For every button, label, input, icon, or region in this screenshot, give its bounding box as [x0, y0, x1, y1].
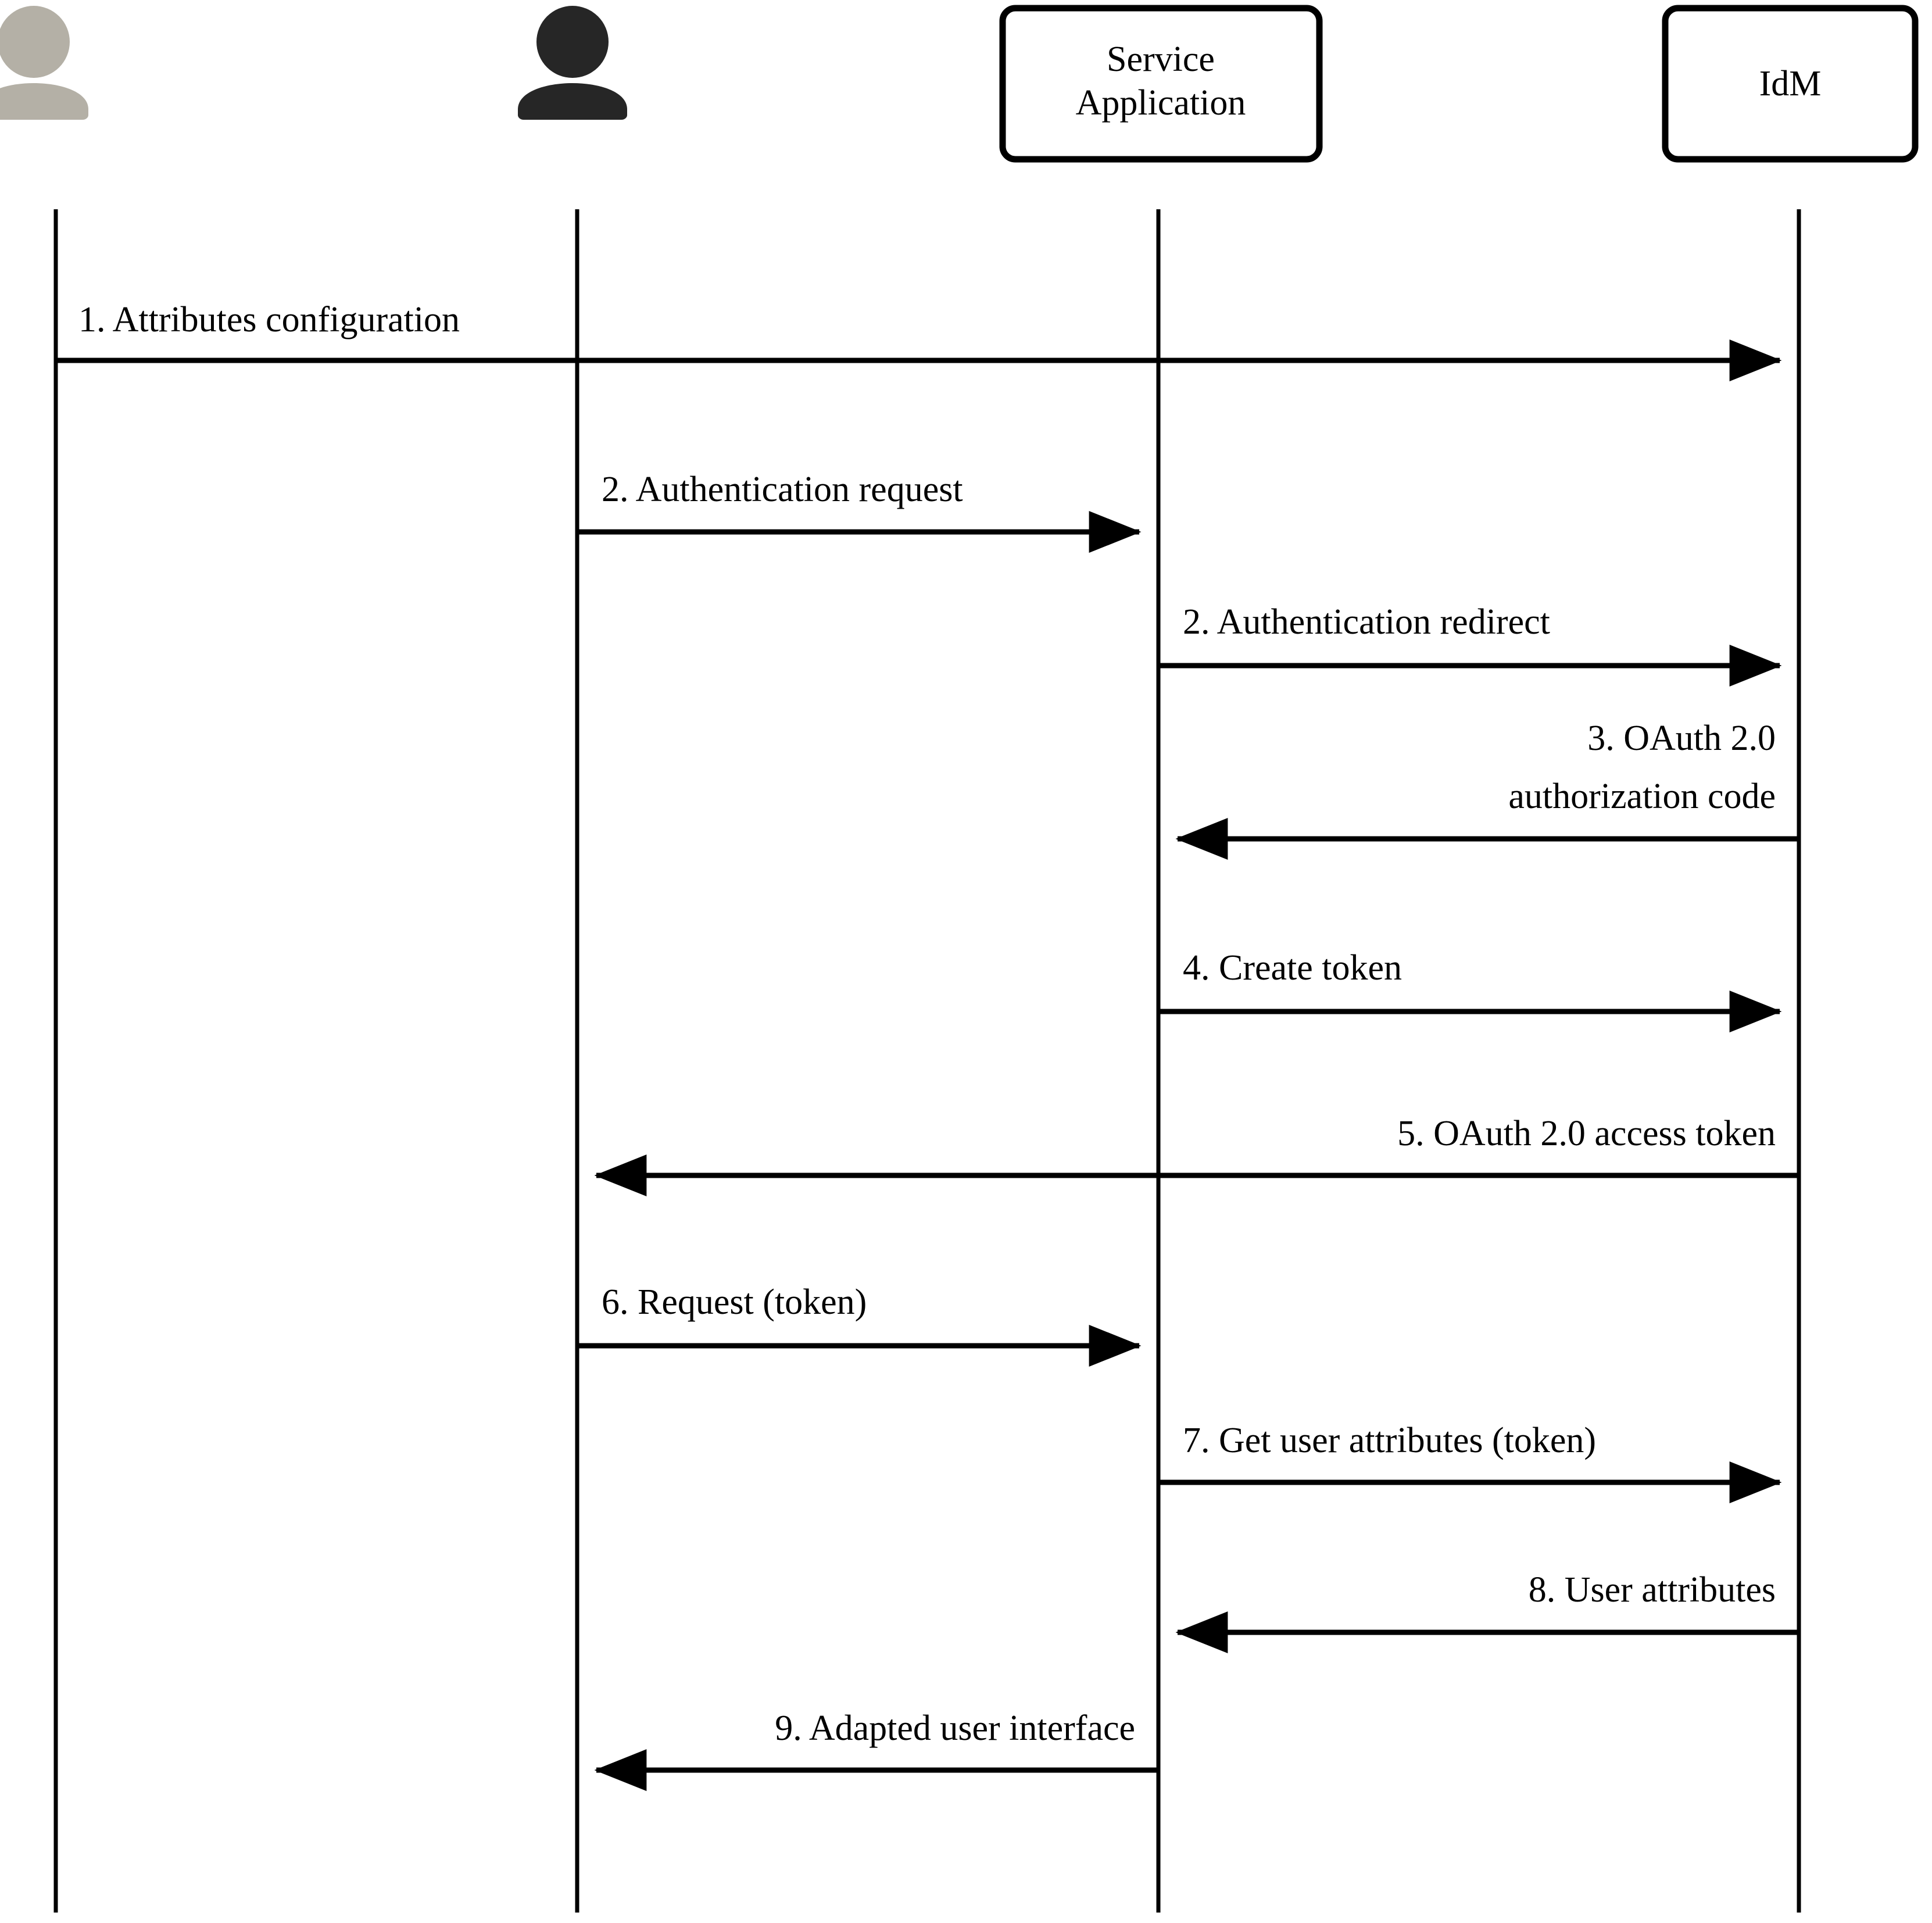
message-label-5: 5. OAuth 2.0 access token: [1397, 1114, 1776, 1153]
message-label-7: 7. Get user attributes (token): [1183, 1421, 1596, 1460]
message-label-6: 6. Request (token): [602, 1282, 867, 1322]
message-6-request-token[interactable]: 6. Request (token): [577, 1282, 1142, 1367]
participant-idm[interactable]: IdM: [1662, 5, 1919, 163]
message-3-oauth-authorization-code[interactable]: 3. OAuth 2.0 authorization code: [1175, 719, 1799, 860]
message-2b-authentication-redirect[interactable]: 2. Authentication redirect: [1158, 602, 1782, 687]
message-5-oauth-access-token[interactable]: 5. OAuth 2.0 access token: [594, 1114, 1799, 1196]
message-2a-authentication-request[interactable]: 2. Authentication request: [577, 470, 1142, 553]
message-label-3-line1: 3. OAuth 2.0: [1587, 719, 1776, 758]
message-label-2a: 2. Authentication request: [602, 470, 963, 509]
service-application-box: [999, 5, 1323, 163]
message-label-9: 9. Adapted user interface: [775, 1708, 1135, 1748]
message-8-user-attributes[interactable]: 8. User attributes: [1175, 1570, 1799, 1653]
message-label-2b: 2. Authentication redirect: [1183, 602, 1550, 642]
participant-admin[interactable]: [0, 6, 88, 120]
messages: 1. Attributes configuration 2. Authentic…: [56, 300, 1799, 1791]
message-1-attributes-configuration[interactable]: 1. Attributes configuration: [56, 300, 1782, 381]
service-application-label-line2: Application: [1076, 83, 1246, 123]
idm-label: IdM: [1759, 64, 1822, 103]
service-application-label-line1: Service: [1107, 40, 1215, 79]
lifelines: [53, 209, 1801, 1913]
message-9-adapted-user-interface[interactable]: 9. Adapted user interface: [594, 1708, 1158, 1791]
message-label-3-line2: authorization code: [1508, 777, 1776, 816]
message-7-get-user-attributes[interactable]: 7. Get user attributes (token): [1158, 1421, 1782, 1503]
message-label-4: 4. Create token: [1183, 948, 1402, 988]
person-icon: [518, 6, 627, 120]
person-icon: [0, 6, 88, 120]
message-label-8: 8. User attributes: [1529, 1570, 1776, 1610]
message-label-1: 1. Attributes configuration: [78, 300, 460, 339]
participant-headers: Service Application IdM: [0, 5, 1919, 163]
message-4-create-token[interactable]: 4. Create token: [1158, 948, 1782, 1032]
idm-box: [1662, 5, 1919, 163]
participant-service-application[interactable]: Service Application: [999, 5, 1323, 163]
participant-user[interactable]: [518, 6, 627, 120]
